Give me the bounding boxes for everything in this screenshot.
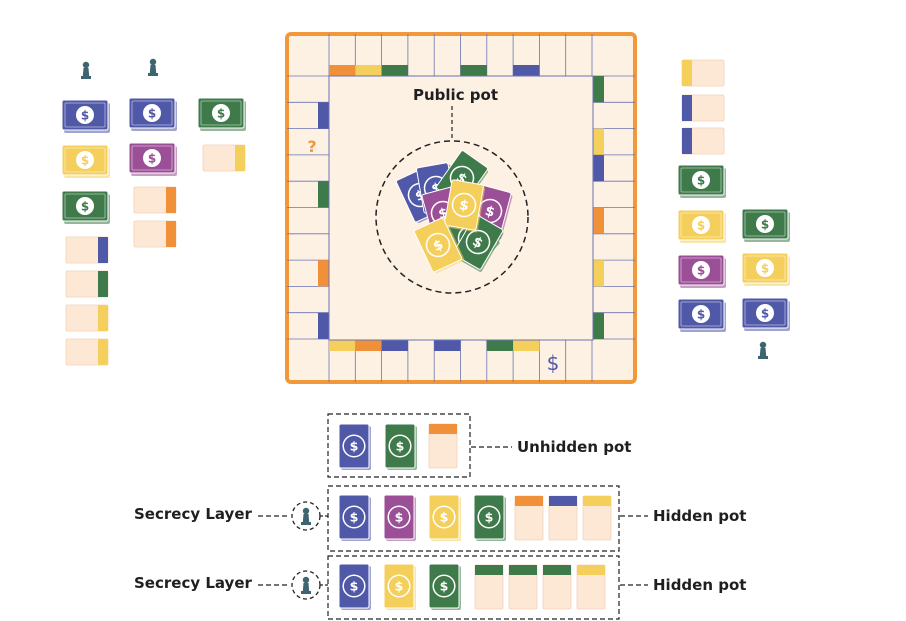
money-card: $: [129, 143, 177, 176]
secrecy-layer-label: Secrecy Layer: [134, 505, 252, 523]
money-card: $: [198, 98, 246, 131]
left-player-cards: $ $ $ $ $ $: [62, 98, 246, 365]
unhidden-pot: $$: [328, 414, 512, 477]
money-card: $: [385, 424, 417, 470]
money-card: $: [384, 564, 416, 610]
dollar-sign-icon: $: [440, 510, 449, 525]
property-card: [429, 424, 457, 468]
property-card: [583, 496, 611, 540]
property-card: [682, 95, 724, 121]
money-card: $: [62, 100, 110, 133]
unhidden-pot-label: Unhidden pot: [517, 438, 631, 456]
right-player-area: $ $ $ $ $ $ $: [678, 60, 790, 359]
property-card: [66, 271, 108, 297]
property-card: [203, 145, 245, 171]
pawn-icon: [301, 508, 311, 525]
pawn-icon: [81, 62, 91, 79]
dollar-sign-icon: $: [148, 152, 156, 166]
money-card: $: [339, 495, 371, 541]
property-card: [66, 305, 108, 331]
property-card: [134, 187, 176, 213]
dollar-sign-icon: $: [485, 510, 494, 525]
money-card: $: [129, 98, 177, 131]
dollar-sign-icon: $: [350, 579, 359, 594]
property-card: [682, 60, 724, 86]
dollar-sign-icon: $: [81, 200, 89, 214]
money-card: $: [429, 495, 461, 541]
money-card: $: [429, 564, 461, 610]
hidden-pot-label: Hidden pot: [653, 576, 746, 594]
unhidden-pot-cards: $$: [339, 424, 457, 470]
right-player-cards: $ $ $ $ $ $ $: [678, 60, 790, 332]
money-card: $: [384, 495, 416, 541]
property-card: [515, 496, 543, 540]
money-card: $: [678, 165, 726, 198]
hidden-pot-2: $ $ $: [258, 556, 648, 619]
property-card: [134, 221, 176, 247]
hidden-pot-cards: $ $ $ $: [339, 495, 611, 541]
dollar-sign-icon: $: [396, 439, 405, 454]
money-card: $: [678, 299, 726, 332]
money-card: $: [62, 145, 110, 178]
hidden-pot-cards: $ $ $: [339, 564, 605, 610]
public-pot-label: Public pot: [413, 86, 498, 104]
dollar-sign-icon: $: [547, 351, 560, 375]
hidden-pot-1: $ $ $ $: [258, 486, 648, 551]
dollar-sign-icon: $: [761, 307, 769, 321]
dollar-sign-icon: $: [81, 109, 89, 123]
pawn-icon: [148, 59, 158, 76]
pawn-icon: [758, 342, 768, 359]
money-card: $: [678, 210, 726, 243]
hidden-pot-box: [328, 556, 619, 619]
dollar-sign-icon: $: [395, 579, 404, 594]
dollar-sign-icon: $: [350, 510, 359, 525]
money-card: $: [339, 424, 371, 470]
property-card: [66, 339, 108, 365]
property-card: [682, 128, 724, 154]
dollar-sign-icon: $: [761, 262, 769, 276]
dollar-sign-icon: $: [761, 218, 769, 232]
money-card: $: [742, 209, 790, 242]
property-card: [475, 565, 503, 609]
money-card: $: [474, 495, 506, 541]
property-card: [509, 565, 537, 609]
dollar-sign-icon: $: [148, 107, 156, 121]
left-player-area: $ $ $ $ $ $: [62, 59, 246, 365]
money-card: $: [742, 298, 790, 331]
dollar-sign-icon: $: [217, 107, 225, 121]
hidden-pot-label: Hidden pot: [653, 507, 746, 525]
property-card: [66, 237, 108, 263]
dollar-sign-icon: $: [697, 308, 705, 322]
property-card: [549, 496, 577, 540]
dollar-sign-icon: $: [395, 510, 404, 525]
dollar-sign-icon: $: [697, 264, 705, 278]
dollar-sign-icon: $: [440, 579, 449, 594]
dollar-sign-icon: $: [350, 439, 359, 454]
money-card: $: [62, 191, 110, 224]
dollar-sign-icon: $: [697, 174, 705, 188]
chance-question-mark: ?: [307, 137, 316, 156]
money-card: $: [742, 253, 790, 286]
pawn-icon: [301, 577, 311, 594]
property-card: [577, 565, 605, 609]
property-card: [543, 565, 571, 609]
dollar-sign-icon: $: [81, 154, 89, 168]
money-card: $: [339, 564, 371, 610]
dollar-sign-icon: $: [697, 219, 705, 233]
secrecy-layer-label: Secrecy Layer: [134, 574, 252, 592]
money-card: $: [678, 255, 726, 288]
